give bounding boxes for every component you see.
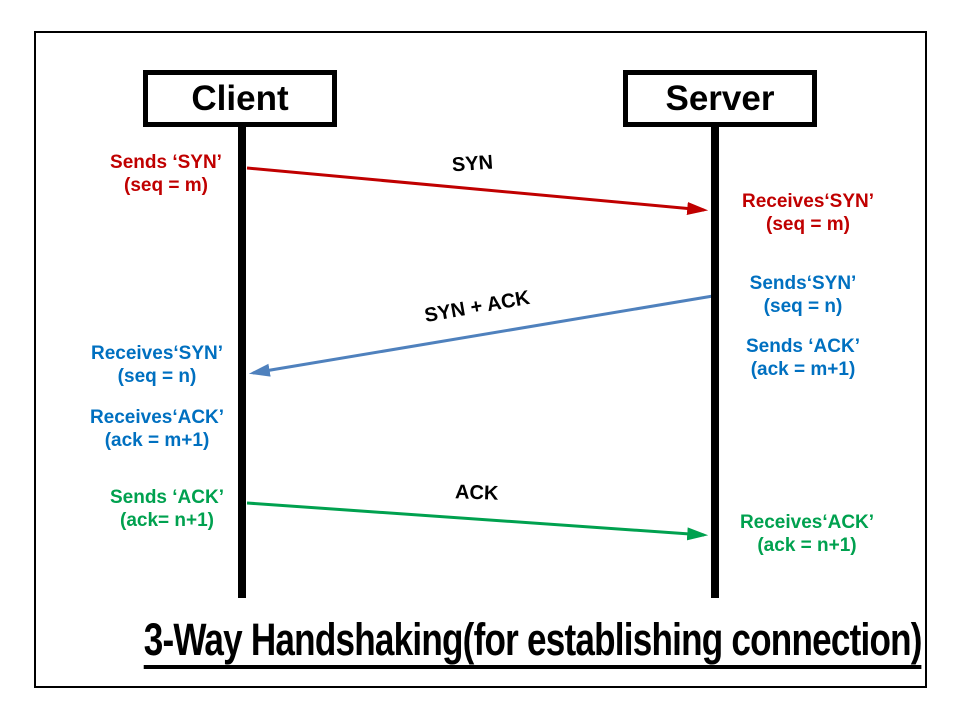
client-receives-syn-note: Receives‘SYN’ (seq = n) [81,342,233,388]
note-line: (ack = m+1) [104,430,210,451]
diagram-title: 3-Way Handshaking(for establishing conne… [143,616,922,670]
client-box: Client [143,70,337,127]
client-lifeline [238,126,246,598]
syn-ack-arrow [248,294,714,377]
ack-arrow-label: ACK [454,481,499,505]
server-label: Server [665,78,775,118]
client-label: Client [191,78,289,118]
server-sends-syn-note: Sends‘SYN’ (seq = n) [727,272,879,318]
note-line: (ack = m+1) [750,359,856,380]
client-sends-syn-note: Sends ‘SYN’ (seq = m) [90,151,242,197]
server-lifeline [711,126,719,598]
syn-arrow [246,166,709,215]
note-line: Receives‘ACK’ [89,407,225,428]
server-receives-syn-note: Receives‘SYN’ (seq = m) [732,190,884,236]
note-line: Sends ‘ACK’ [745,336,861,357]
note-line: (ack = n+1) [757,535,857,556]
outer-border [34,31,927,688]
note-line: Receives‘SYN’ [741,191,875,212]
server-box: Server [623,70,817,127]
note-line: Receives‘SYN’ [90,343,224,364]
note-line: (seq = n) [763,296,843,317]
note-line: (seq = m) [124,175,208,196]
ack-arrow [246,501,709,541]
note-line: (ack= n+1) [120,510,214,531]
note-line: (seq = m) [766,214,850,235]
note-line: Receives‘ACK’ [739,512,875,533]
note-line: (seq = n) [117,366,197,387]
client-receives-ack-note: Receives‘ACK’ (ack = m+1) [81,406,233,452]
client-sends-ack-note: Sends ‘ACK’ (ack= n+1) [91,486,243,532]
server-sends-ack-note: Sends ‘ACK’ (ack = m+1) [727,335,879,381]
syn-arrow-label: SYN [451,151,494,177]
note-line: Sends ‘ACK’ [109,487,225,508]
note-line: Sends ‘SYN’ [110,152,222,173]
server-receives-ack-note: Receives‘ACK’ (ack = n+1) [731,511,883,557]
note-line: Sends‘SYN’ [749,273,857,294]
diagram-title-wrap: 3-Way Handshaking(for establishing conne… [34,616,927,670]
